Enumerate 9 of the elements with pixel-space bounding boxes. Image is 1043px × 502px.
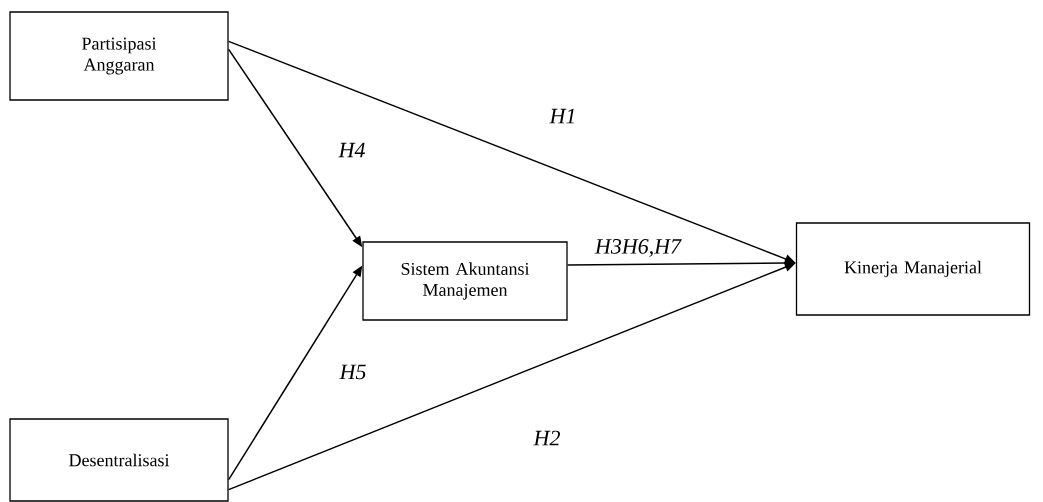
variable-box: Desentralisasi: [9, 418, 229, 502]
edge-label: H1: [548, 107, 578, 125]
edge-label: H3H6,H7: [593, 238, 683, 258]
variable-box: Kinerja Manajerial: [795, 222, 1031, 316]
edge-label: H2: [532, 429, 562, 447]
variable-box: Sistem Akuntansi Manajemen: [362, 241, 568, 321]
edge-label: H5: [338, 363, 368, 381]
edge-label: H4: [337, 141, 367, 159]
variable-box: Partisipasi Anggaran: [9, 11, 229, 101]
